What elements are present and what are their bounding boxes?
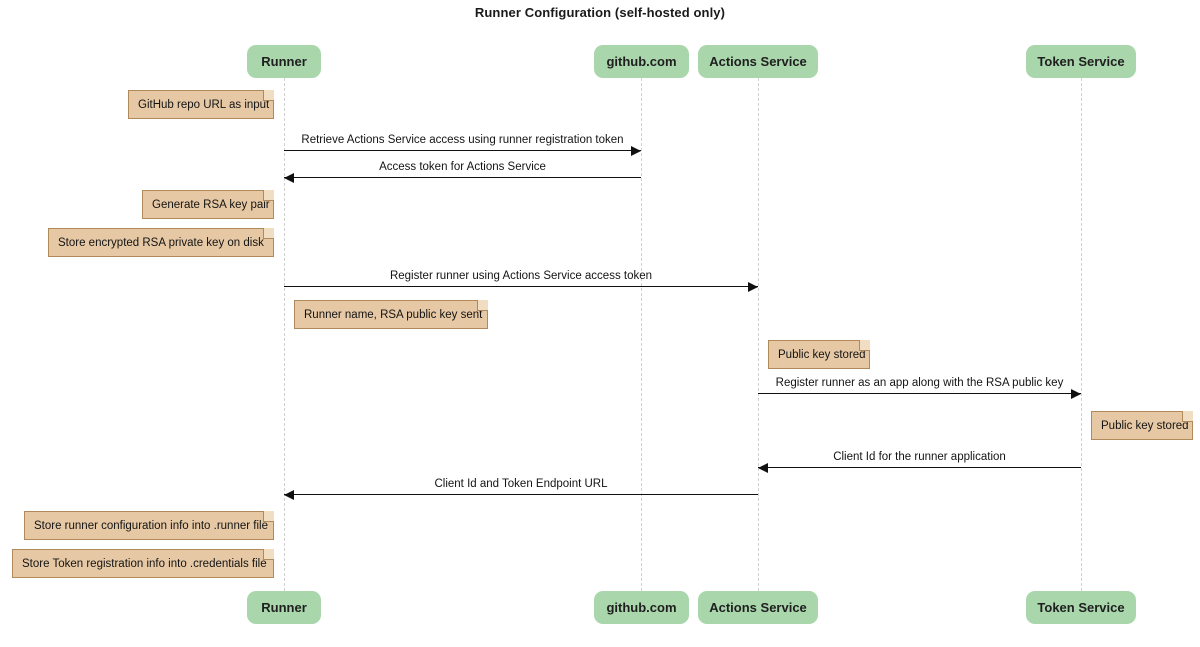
participant-label: Runner: [261, 600, 307, 615]
note-n1: GitHub repo URL as input: [128, 90, 274, 119]
participant-label: github.com: [606, 600, 677, 615]
lifeline-actions: [758, 78, 759, 591]
participant-label: github.com: [606, 54, 677, 69]
lifeline-github: [641, 78, 642, 591]
note-n7: Store runner configuration info into .ru…: [24, 511, 274, 540]
participant-token-bottom[interactable]: Token Service: [1026, 591, 1136, 624]
page-title: Runner Configuration (self-hosted only): [474, 5, 726, 20]
lifeline-token: [1081, 78, 1082, 591]
note-label: Generate RSA key pair: [152, 198, 270, 211]
note-fold-corner-icon: [263, 228, 274, 239]
note-n3: Store encrypted RSA private key on disk: [48, 228, 274, 257]
note-label: Store encrypted RSA private key on disk: [58, 236, 264, 249]
note-fold-corner-icon: [1182, 411, 1193, 422]
note-fold-corner-icon: [263, 190, 274, 201]
participant-github-top[interactable]: github.com: [594, 45, 689, 78]
note-n2: Generate RSA key pair: [142, 190, 274, 219]
message-line-m3: [284, 286, 758, 287]
note-label: Runner name, RSA public key sent: [304, 308, 483, 321]
note-label: Store runner configuration info into .ru…: [34, 519, 268, 532]
arrowhead-right-icon: [1071, 388, 1081, 399]
note-label: Public key stored: [778, 348, 866, 361]
participant-github-bottom[interactable]: github.com: [594, 591, 689, 624]
message-line-m5: [758, 467, 1081, 468]
message-line-m6: [284, 494, 758, 495]
lifeline-runner: [284, 78, 285, 591]
note-fold-corner-icon: [859, 340, 870, 351]
note-fold-corner-icon: [263, 511, 274, 522]
participant-label: Actions Service: [709, 54, 807, 69]
message-label-m1: Retrieve Actions Service access using ru…: [301, 134, 624, 146]
arrowhead-left-icon: [284, 489, 294, 500]
note-n6: Public key stored: [1091, 411, 1193, 440]
participant-actions-top[interactable]: Actions Service: [698, 45, 818, 78]
arrowhead-right-icon: [631, 145, 641, 156]
participant-label: Actions Service: [709, 600, 807, 615]
participant-runner-bottom[interactable]: Runner: [247, 591, 321, 624]
participant-label: Runner: [261, 54, 307, 69]
note-n5: Public key stored: [768, 340, 870, 369]
note-fold-corner-icon: [263, 90, 274, 101]
arrowhead-right-icon: [748, 281, 758, 292]
message-label-m2: Access token for Actions Service: [379, 161, 546, 173]
participant-token-top[interactable]: Token Service: [1026, 45, 1136, 78]
arrowhead-left-icon: [758, 462, 768, 473]
note-n8: Store Token registration info into .cred…: [12, 549, 274, 578]
note-fold-corner-icon: [263, 549, 274, 560]
message-label-m5: Client Id for the runner application: [833, 451, 1006, 463]
participant-label: Token Service: [1037, 600, 1125, 615]
participant-actions-bottom[interactable]: Actions Service: [698, 591, 818, 624]
message-line-m4: [758, 393, 1081, 394]
message-line-m1: [284, 150, 641, 151]
note-n4: Runner name, RSA public key sent: [294, 300, 488, 329]
message-label-m6: Client Id and Token Endpoint URL: [434, 478, 608, 490]
message-line-m2: [284, 177, 641, 178]
participant-runner-top[interactable]: Runner: [247, 45, 321, 78]
note-label: Public key stored: [1101, 419, 1189, 432]
participant-label: Token Service: [1037, 54, 1125, 69]
message-label-m3: Register runner using Actions Service ac…: [389, 270, 653, 282]
note-label: GitHub repo URL as input: [138, 98, 270, 111]
message-label-m4: Register runner as an app along with the…: [775, 377, 1064, 389]
note-fold-corner-icon: [477, 300, 488, 311]
note-label: Store Token registration info into .cred…: [22, 557, 267, 570]
arrowhead-left-icon: [284, 172, 294, 183]
